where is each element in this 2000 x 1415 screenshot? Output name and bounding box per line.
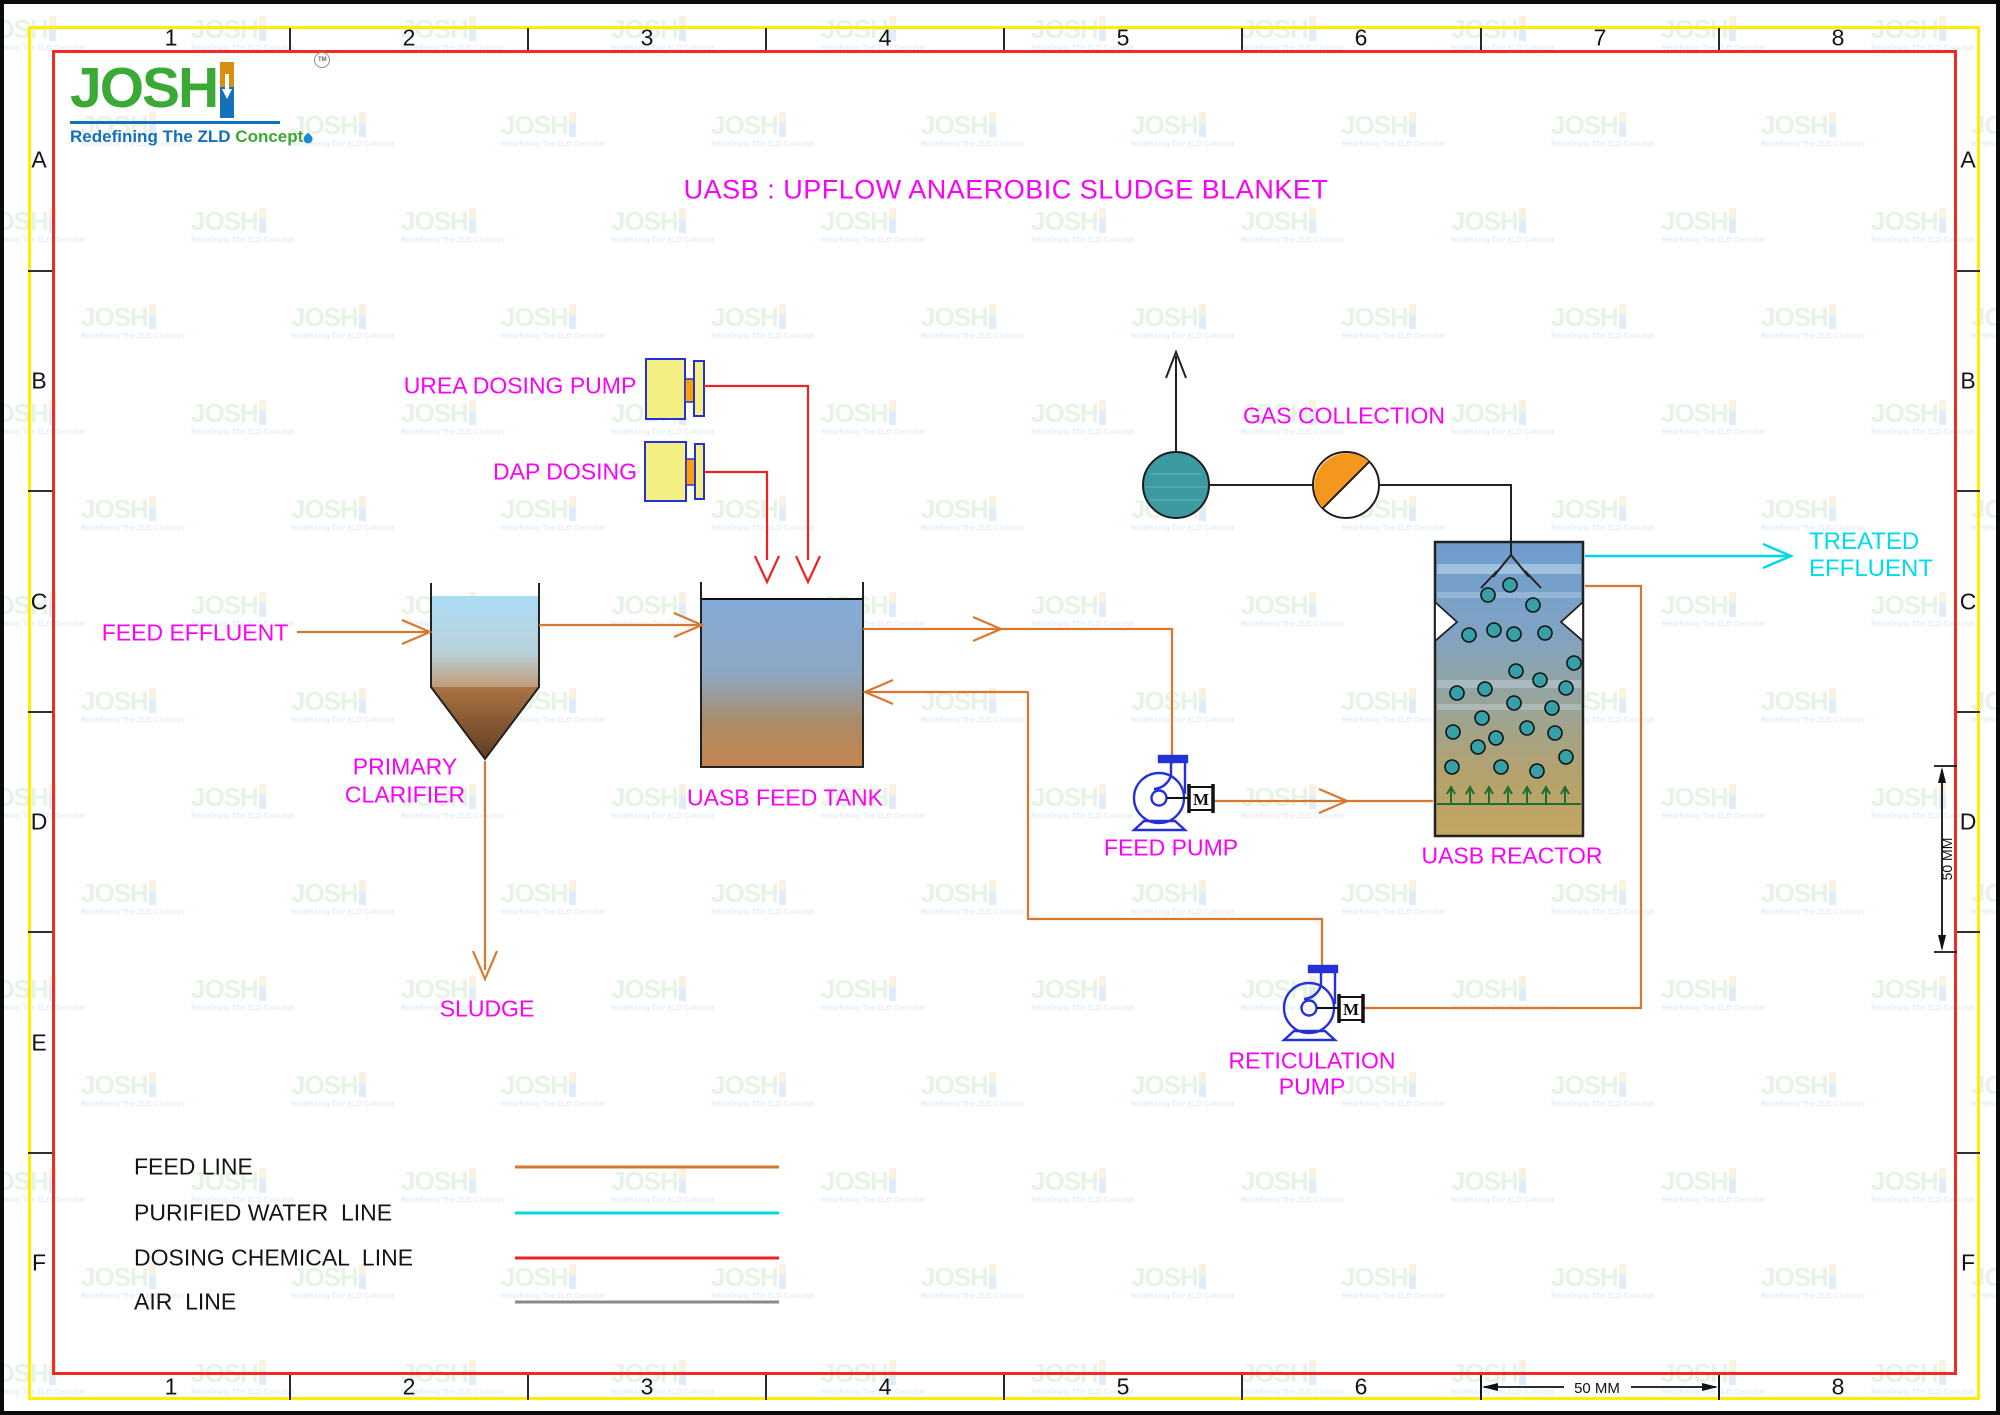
treated-effluent-label-1: TREATED (1809, 528, 1920, 555)
gas-collection-assembly (1142, 349, 1542, 589)
dosing-chemical-lines (704, 384, 821, 585)
sludge-label: SLUDGE (439, 995, 535, 1022)
vertical-scale-label: 50 MM (1939, 838, 1955, 881)
grid-col-bottom-5: 5 (1116, 1373, 1130, 1400)
feed-pump-label: FEED PUMP (1103, 834, 1239, 861)
urea-dosing-pump-label: UREA DOSING PUMP (403, 372, 637, 399)
border-grid-ticks (28, 28, 1980, 1400)
horizontal-scale-label: 50 MM (1574, 1380, 1620, 1397)
primary-clarifier-label-2: CLARIFIER (344, 781, 466, 808)
grid-row-right-F: F (1960, 1249, 1976, 1276)
grid-row-left-C: C (30, 588, 48, 615)
uasb-feed-tank (700, 582, 864, 768)
grid-col-bottom-6: 6 (1354, 1373, 1368, 1400)
grid-col-top-1: 1 (164, 24, 178, 51)
grid-col-bottom-1: 1 (164, 1373, 178, 1400)
drawing-title: UASB : UPFLOW ANAEROBIC SLUDGE BLANKET (683, 174, 1329, 205)
upflow-arrows (1446, 784, 1570, 803)
reticulation-pump-label-2: PUMP (1278, 1073, 1346, 1100)
trademark-icon: TM (314, 52, 331, 68)
process-diagram: M M (28, 28, 1980, 1400)
treated-effluent-label-2: EFFLUENT (1809, 555, 1934, 582)
gas-holder-circle (1142, 451, 1210, 519)
legend-line-swatch-1 (515, 1165, 779, 1169)
legend-line-swatch-2 (515, 1211, 779, 1215)
reactor-right-baffle (1559, 599, 1584, 643)
dap-dosing-label: DAP DOSING (493, 458, 637, 485)
right-scale-bar: 50 MM (1934, 765, 1957, 953)
legend-label-4: AIR LINE (134, 1288, 237, 1315)
logo-i-droplet-bar (220, 62, 235, 118)
grid-row-right-C: C (1959, 588, 1977, 615)
joshi-logo: JOSH TM Redefining The ZLD Concept (70, 52, 331, 147)
grid-col-top-7: 7 (1593, 24, 1607, 51)
grid-row-left-F: F (31, 1249, 47, 1276)
feed-effluent-label: FEED EFFLUENT (101, 619, 289, 646)
motor-label: M (1343, 1000, 1359, 1019)
gas-line (1379, 484, 1512, 555)
legend-label-1: FEED LINE (134, 1153, 253, 1180)
bottom-scale-bar: 50 MM (1480, 1376, 1720, 1400)
legend-line-swatch-3 (515, 1256, 779, 1260)
gas-collection-label: GAS COLLECTION (1243, 402, 1445, 429)
uasb-reactor (1433, 540, 1585, 838)
grid-col-top-3: 3 (640, 24, 654, 51)
grid-row-left-D: D (30, 808, 48, 835)
grid-row-right-B: B (1960, 367, 1976, 394)
grid-col-top-4: 4 (878, 24, 892, 51)
reticulation-pump: M (1280, 964, 1365, 1042)
logo-wordmark: JOSH (70, 56, 219, 120)
primary-clarifier-label-1: PRIMARY (352, 753, 458, 780)
gas-vent-arrow (1165, 349, 1187, 379)
grid-col-top-8: 8 (1831, 24, 1845, 51)
legend-line-swatch-4 (515, 1300, 779, 1304)
reticulation-pump-motor: M (1337, 994, 1365, 1023)
purified-water-line (1585, 542, 1795, 570)
feed-lines (297, 584, 1643, 1010)
logo-underline (70, 121, 280, 124)
grid-row-right-D: D (1959, 808, 1977, 835)
logo-tagline: Redefining The ZLD Concept (70, 127, 315, 147)
motor-label: M (1193, 790, 1209, 809)
grid-col-bottom-8: 8 (1831, 1373, 1845, 1400)
grid-col-bottom-4: 4 (878, 1373, 892, 1400)
legend-label-2: PURIFIED WATER LINE (134, 1199, 393, 1226)
sludge-granule-bubbles (1444, 577, 1582, 779)
grid-col-top-6: 6 (1354, 24, 1368, 51)
reactor-left-baffle (1434, 599, 1459, 643)
dap-dosing-pump (644, 441, 705, 502)
legend-label-3: DOSING CHEMICAL LINE (134, 1244, 414, 1271)
reticulation-pump-label-1: RETICULATION (1228, 1047, 1396, 1074)
grid-col-bottom-2: 2 (402, 1373, 416, 1400)
uasb-feed-tank-label: UASB FEED TANK (687, 784, 883, 811)
gas-hood (1492, 553, 1530, 578)
grid-row-left-A: A (31, 146, 47, 173)
grid-row-right-A: A (1960, 146, 1976, 173)
primary-clarifier (430, 583, 540, 761)
feed-pump: M (1130, 754, 1215, 832)
grid-row-left-B: B (31, 367, 47, 394)
feed-pump-motor: M (1187, 784, 1215, 813)
grid-row-left-E: E (31, 1029, 47, 1056)
grid-col-bottom-3: 3 (640, 1373, 654, 1400)
grid-col-top-2: 2 (402, 24, 416, 51)
uasb-reactor-label: UASB REACTOR (1421, 842, 1603, 869)
grid-col-top-5: 5 (1116, 24, 1130, 51)
urea-dosing-pump (645, 358, 705, 420)
